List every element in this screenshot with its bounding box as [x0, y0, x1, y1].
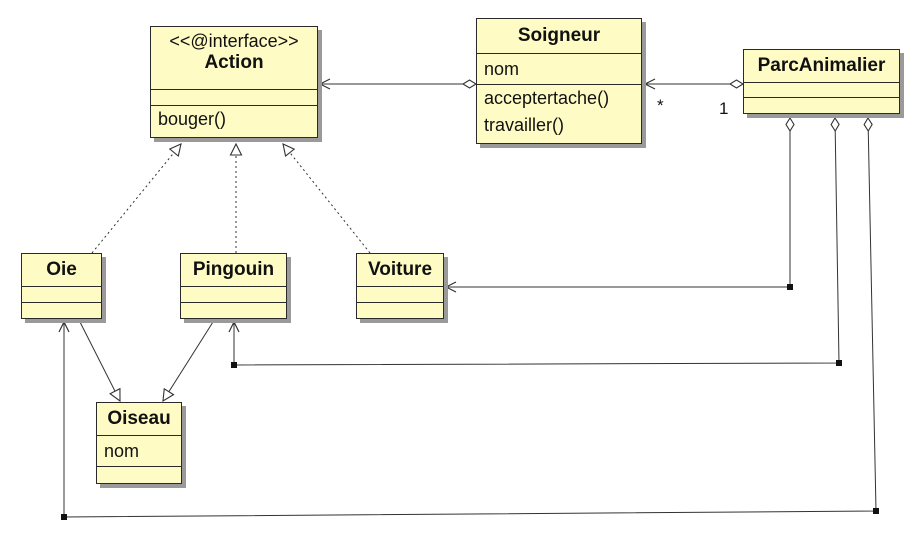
class-parcanimalier[interactable]: ParcAnimalier: [743, 49, 900, 114]
bend-point: [873, 508, 879, 514]
class-soigneur[interactable]: Soigneur nom acceptertache() travailler(…: [476, 18, 642, 144]
class-name: Oiseau: [107, 408, 171, 429]
attributes-compartment: [181, 286, 286, 302]
method-item: travailler(): [484, 115, 565, 135]
class-action[interactable]: <<@interface>> Action bouger(): [150, 26, 318, 138]
attributes-compartment: [151, 89, 317, 105]
class-oie[interactable]: Oie: [21, 253, 102, 319]
multiplicity-parc: 1: [719, 99, 729, 118]
class-voiture[interactable]: Voiture: [356, 253, 444, 319]
class-name: Voiture: [367, 259, 433, 280]
class-name: ParcAnimalier: [757, 55, 886, 76]
attribute-item: nom: [104, 441, 140, 461]
method-item: bouger(): [158, 109, 227, 129]
realization-oie-action: [91, 143, 182, 254]
attributes-compartment: [22, 286, 101, 302]
methods-compartment: acceptertache() travailler(): [477, 84, 641, 139]
generalization-oie-oiseau: [79, 321, 121, 403]
attributes-compartment: [744, 82, 899, 97]
bend-point: [231, 362, 237, 368]
generalization-pingouin-oiseau: [162, 321, 214, 403]
class-pingouin[interactable]: Pingouin: [180, 253, 287, 319]
association-parc-oie: [64, 118, 877, 518]
methods-compartment: [22, 302, 101, 318]
class-oiseau[interactable]: Oiseau nom: [96, 402, 182, 484]
attributes-compartment: nom: [477, 53, 641, 84]
multiplicity-soigneur: *: [657, 96, 664, 115]
methods-compartment: [744, 97, 899, 113]
attributes-compartment: nom: [97, 435, 181, 466]
stereotype-label: <<@interface>>: [169, 31, 299, 51]
methods-compartment: [181, 302, 286, 318]
realization-voiture-action: [282, 143, 371, 254]
class-name: Soigneur: [517, 25, 601, 46]
association-parc-pingouin: [234, 118, 839, 366]
class-name: Pingouin: [192, 259, 275, 280]
methods-compartment: [357, 302, 443, 318]
method-item: acceptertache(): [484, 88, 610, 108]
bend-point: [61, 514, 67, 520]
methods-compartment: bouger(): [151, 105, 317, 133]
attribute-item: nom: [484, 59, 520, 79]
class-name: Action: [204, 52, 264, 73]
attributes-compartment: [357, 286, 443, 302]
bend-point: [836, 360, 842, 366]
class-name: Oie: [46, 259, 77, 280]
bend-point: [787, 284, 793, 290]
methods-compartment: [97, 466, 181, 482]
